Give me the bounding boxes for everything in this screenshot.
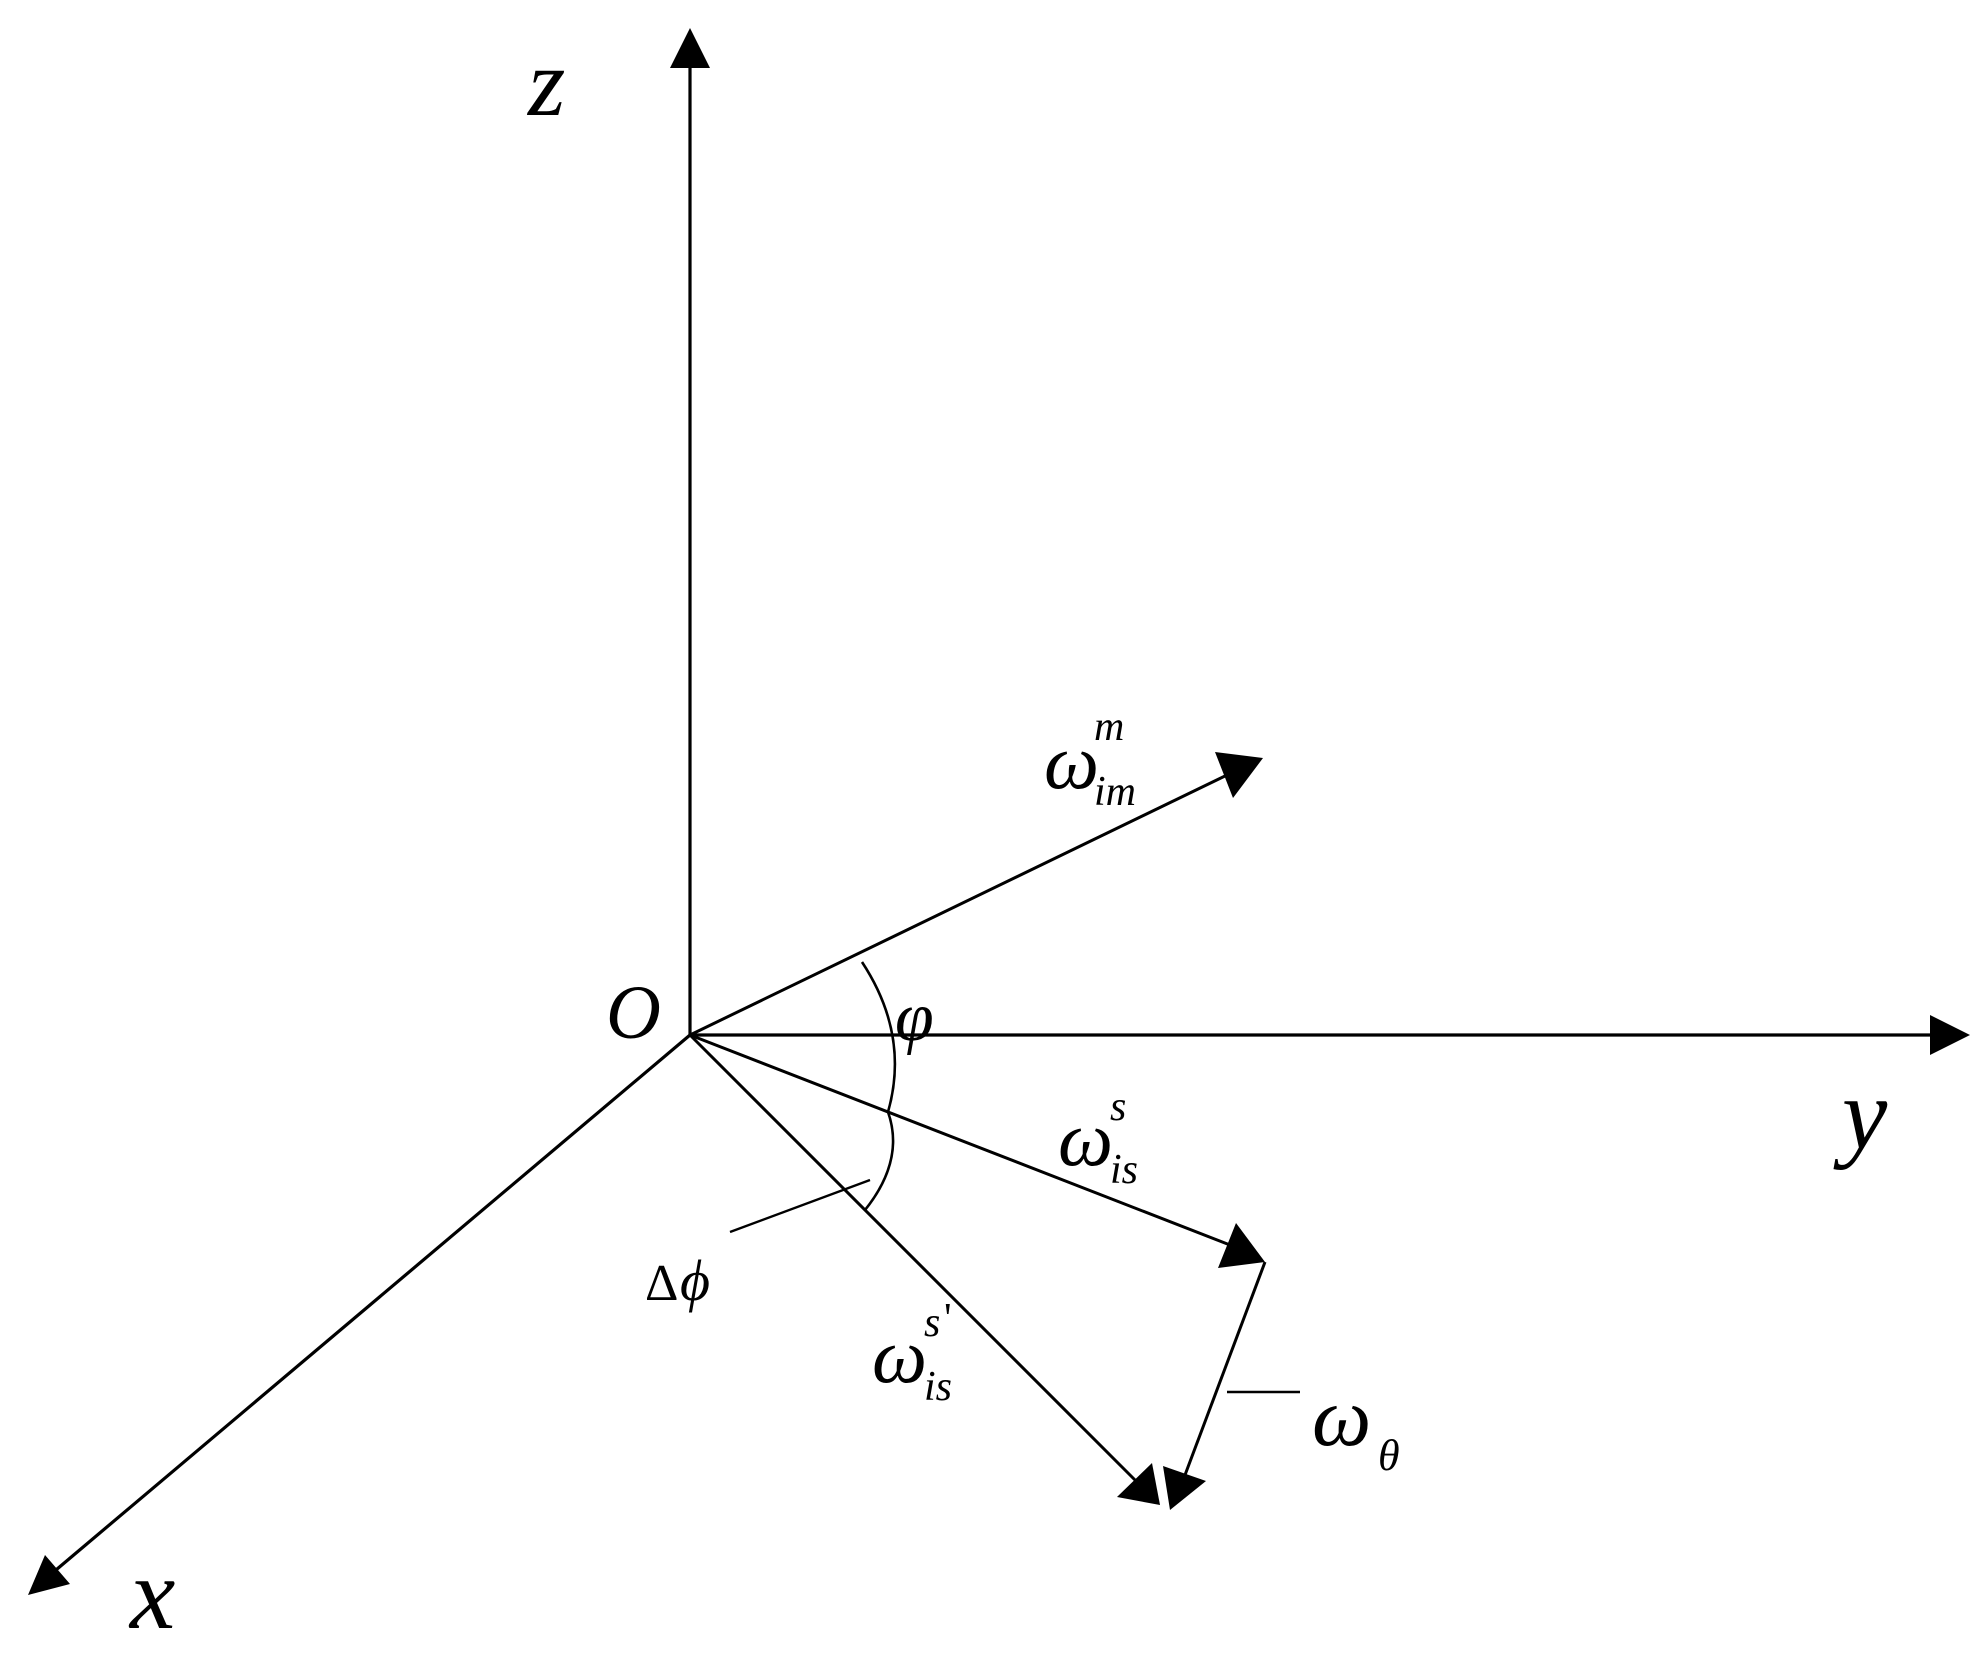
omega-theta-base: ω — [1312, 1371, 1371, 1464]
y-axis-label: y — [1833, 1058, 1888, 1171]
omega-is-prime-sup: s — [924, 1300, 940, 1346]
origin-label: O — [606, 971, 661, 1055]
omega-im-sub: im — [1094, 769, 1136, 815]
omega-is-prime-sub: is — [924, 1364, 952, 1410]
omega-is-prime-vector — [688, 1033, 1160, 1505]
omega-is-prime-mark: ' — [944, 1296, 952, 1342]
delta-phi-symbol: ϕ — [680, 1248, 710, 1313]
delta-phi-leader-line — [729, 1178, 871, 1234]
omega-is-base: ω — [1058, 1095, 1113, 1182]
delta-symbol: Δ — [645, 1255, 678, 1312]
omega-theta-vector — [1163, 1261, 1267, 1510]
omega-is-vector — [689, 1033, 1265, 1268]
z-axis-label: z — [526, 29, 565, 136]
delta-phi-angle-arc — [863, 1111, 895, 1211]
y-axis — [690, 1015, 1970, 1055]
delta-phi-label: Δ ϕ — [645, 1248, 710, 1313]
omega-is-prime-label: ω s ' is — [872, 1296, 952, 1410]
omega-im-base: ω — [1044, 718, 1099, 805]
omega-im-sup: m — [1094, 704, 1124, 750]
omega-theta-label: ω θ — [1312, 1371, 1400, 1480]
x-axis-label: x — [128, 1538, 175, 1651]
phi-angle-label: φ — [895, 979, 934, 1056]
omega-is-sup: s — [1110, 1084, 1126, 1130]
x-axis — [28, 1033, 692, 1595]
phi-angle-arc — [860, 961, 897, 1113]
omega-is-label: ω s is — [1058, 1084, 1138, 1193]
omega-im-label: ω m im — [1044, 704, 1136, 815]
omega-im-vector — [689, 752, 1263, 1037]
omega-is-sub: is — [1110, 1147, 1138, 1193]
omega-is-prime-base: ω — [872, 1312, 927, 1399]
z-axis — [670, 28, 710, 1035]
omega-theta-sub: θ — [1378, 1431, 1400, 1480]
